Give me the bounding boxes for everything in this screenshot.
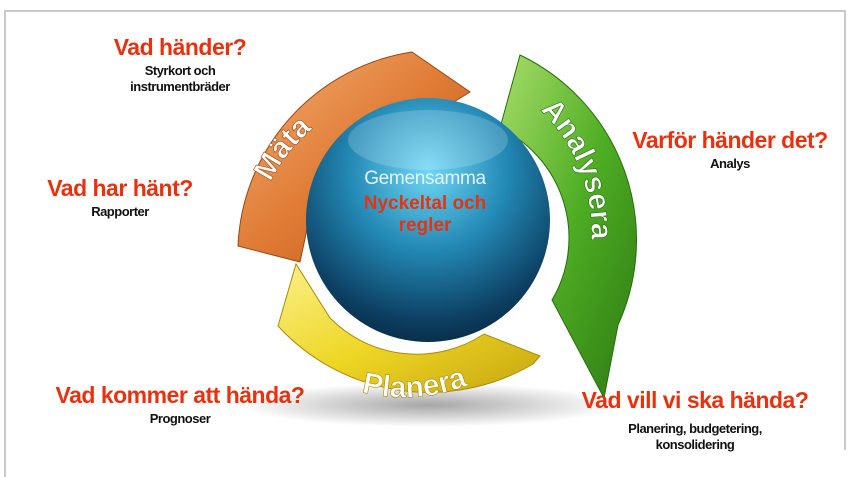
question-top-left-sub-1: Styrkort och	[144, 63, 216, 79]
ground-shadow	[238, 383, 618, 427]
question-bottom-right: Vad vill vi ska hända? Planering, budget…	[560, 388, 830, 451]
question-top-right-sub: Analys	[710, 156, 750, 172]
question-bottom-right-sub-2: konsolidering	[655, 436, 735, 452]
planera-arrow[interactable]	[277, 262, 541, 393]
question-bottom-left-head: Vad kommer att hända?	[55, 382, 305, 408]
question-top-left: Vad händer? Styrkort och instrumentbräde…	[60, 35, 300, 93]
center-line-3: regler	[398, 214, 452, 236]
question-bottom-left-sub: Prognoser	[149, 411, 211, 427]
question-top-left-head: Vad händer?	[113, 34, 247, 60]
center-line-1: Gemensamma	[364, 168, 486, 189]
frame-top-border	[4, 10, 846, 12]
question-bottom-right-head: Vad vill vi ska hända?	[581, 387, 809, 413]
question-mid-left-sub: Rapporter	[91, 204, 149, 220]
question-bottom-left: Vad kommer att hända? Prognoser	[30, 383, 330, 426]
frame-left-border	[4, 10, 6, 477]
globe-highlight	[348, 110, 508, 170]
question-mid-left: Vad har hänt? Rapporter	[10, 176, 230, 219]
frame-right-border	[844, 10, 846, 450]
question-mid-left-head: Vad har hänt?	[47, 175, 193, 201]
question-top-right-head: Varför händer det?	[632, 127, 828, 153]
center-globe	[306, 98, 550, 342]
center-caption: Gemensamma Nyckeltal och regler	[330, 168, 520, 237]
question-top-left-sub-2: instrumentbräder	[130, 78, 230, 94]
question-bottom-right-sub-1: Planering, budgetering,	[628, 421, 762, 437]
question-top-right: Varför händer det? Analys	[615, 128, 845, 171]
center-line-2: Nyckeltal och	[363, 193, 487, 214]
analysera-arrow[interactable]	[499, 54, 637, 400]
